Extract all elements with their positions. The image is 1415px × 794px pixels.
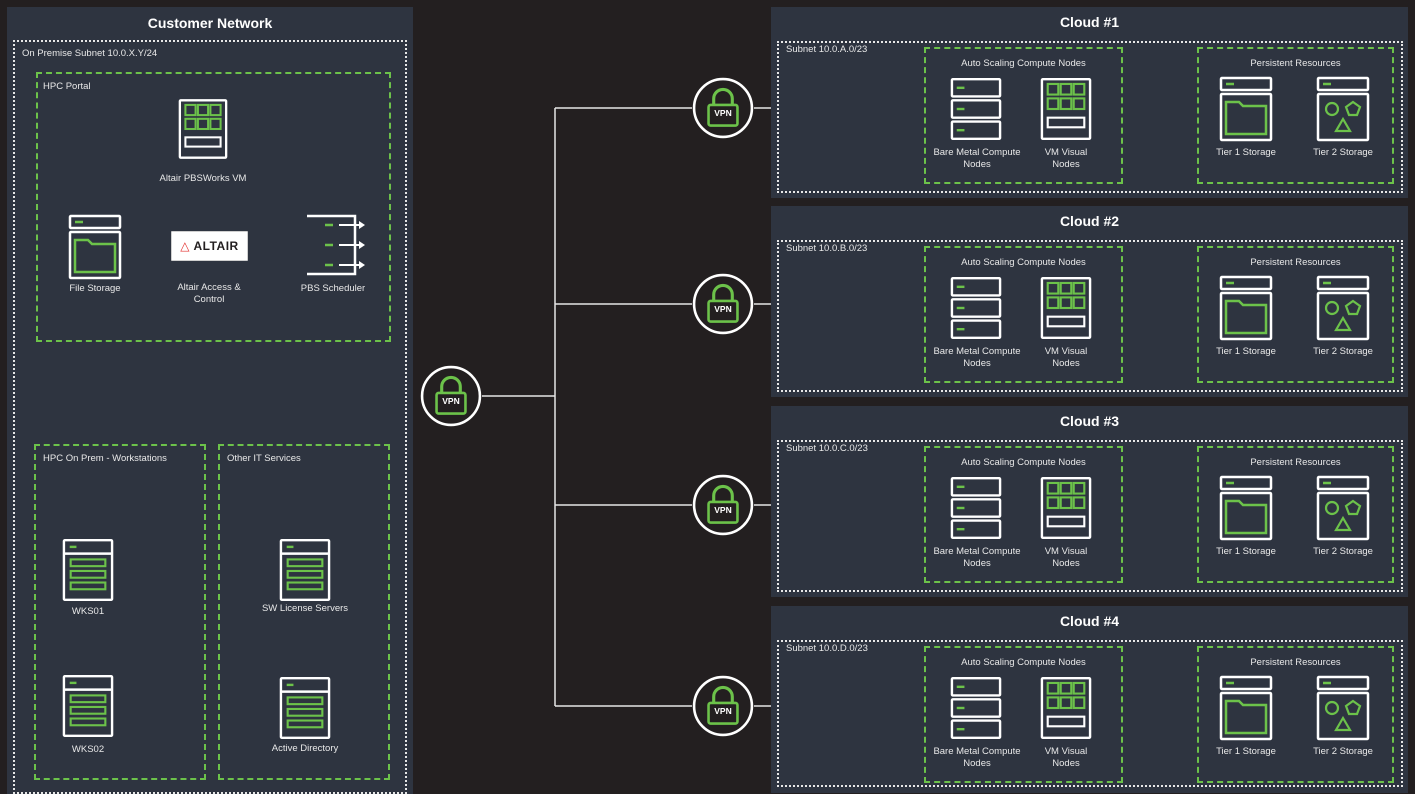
cloud-4-tier2-label: Tier 2 Storage	[1313, 746, 1373, 757]
wks01-label: WKS01	[71, 606, 105, 617]
cloud-2-vpn-label: VPN	[714, 304, 732, 314]
cloud-3-tier1-label: Tier 1 Storage	[1216, 546, 1276, 557]
cloud-3-bare-metal-label: Bare Metal Compute Nodes	[933, 546, 1021, 569]
cloud-1-tier2-label: Tier 2 Storage	[1313, 147, 1373, 158]
it-services-label: Other IT Services	[227, 453, 301, 464]
workstations-box	[34, 444, 206, 780]
cloud-4-title: Cloud #4	[1059, 613, 1120, 629]
cloud-2-tier2-label: Tier 2 Storage	[1313, 346, 1373, 357]
cloud-1-tier1-storage-icon	[1219, 76, 1273, 142]
altair-logo-triangle-icon: △	[180, 239, 190, 253]
cloud-1-vpn-label: VPN	[714, 108, 732, 118]
altair-logo-text: ALTAIR	[193, 239, 239, 253]
cloud-2-bare-metal-label: Bare Metal Compute Nodes	[933, 346, 1021, 369]
cloud-4-vm-visual-icon	[1040, 676, 1092, 740]
license-server-icon	[279, 538, 331, 602]
file-storage-icon	[68, 214, 122, 280]
cloud-3-asg-box	[924, 446, 1123, 583]
cloud-2-title: Cloud #2	[1059, 213, 1120, 229]
cloud-2-persistent-label: Persistent Resources	[1250, 257, 1341, 268]
pbs-scheduler-icon	[307, 214, 365, 276]
on-premise-subnet-label: On Premise Subnet 10.0.X.Y/24	[22, 48, 158, 59]
cloud-1-subnet-box	[777, 41, 1403, 193]
cloud-1-persistent-label: Persistent Resources	[1250, 58, 1341, 69]
cloud-3-bare-metal-icon	[950, 476, 1002, 540]
cloud-4-persistent-label: Persistent Resources	[1250, 657, 1341, 668]
wks01-icon	[62, 538, 114, 602]
active-directory-label: Active Directory	[271, 743, 339, 754]
wks02-label: WKS02	[71, 744, 105, 755]
it-services-box	[218, 444, 390, 780]
wks02-icon	[62, 674, 114, 738]
file-storage-label: File Storage	[69, 283, 121, 294]
pbsworks-vm-label: Altair PBSWorks VM	[159, 173, 247, 184]
cloud-4-asg-box	[924, 646, 1123, 783]
cloud-2-subnet-box	[777, 240, 1403, 392]
cloud-2-vm-visual-icon	[1040, 276, 1092, 340]
cloud-4-bare-metal-label: Bare Metal Compute Nodes	[933, 746, 1021, 769]
hpc-portal-label: HPC Portal	[43, 81, 91, 92]
cloud-1-tier1-label: Tier 1 Storage	[1216, 147, 1276, 158]
cloud-3-vm-visual-label: VM Visual Nodes	[1044, 546, 1088, 569]
cloud-3-persistent-box	[1197, 446, 1394, 583]
cloud-1-vm-visual-icon	[1040, 77, 1092, 141]
cloud-1-bare-metal-icon	[950, 77, 1002, 141]
cloud-1-persistent-box	[1197, 47, 1394, 184]
cloud-3-tier1-storage-icon	[1219, 475, 1273, 541]
vpn-label: VPN	[442, 396, 460, 406]
cloud-1-vm-visual-label: VM Visual Nodes	[1044, 147, 1088, 170]
cloud-2-asg-box	[924, 246, 1123, 383]
cloud-4-subnet-box	[777, 640, 1403, 787]
cloud-1-bare-metal-label: Bare Metal Compute Nodes	[933, 147, 1021, 170]
hpc-portal-box	[36, 72, 391, 342]
cloud-4-tier2-storage-icon	[1316, 675, 1370, 741]
cloud-3-persistent-label: Persistent Resources	[1250, 457, 1341, 468]
cloud-2-tier1-label: Tier 1 Storage	[1216, 346, 1276, 357]
active-directory-icon	[279, 676, 331, 740]
pbs-scheduler-label: PBS Scheduler	[300, 283, 366, 294]
cloud-4-tier1-label: Tier 1 Storage	[1216, 746, 1276, 757]
cloud-2-vm-visual-label: VM Visual Nodes	[1044, 346, 1088, 369]
cloud-3-vm-visual-icon	[1040, 476, 1092, 540]
cloud-4-bare-metal-icon	[950, 676, 1002, 740]
cloud-2-tier1-storage-icon	[1219, 275, 1273, 341]
cloud-2-persistent-box	[1197, 246, 1394, 383]
workstations-label: HPC On Prem - Workstations	[43, 453, 167, 464]
customer-network-title: Customer Network	[147, 15, 273, 31]
cloud-3-tier2-storage-icon	[1316, 475, 1370, 541]
cloud-4-vpn-label: VPN	[714, 706, 732, 716]
pbsworks-vm-icon	[178, 98, 228, 160]
cloud-2-tier2-storage-icon	[1316, 275, 1370, 341]
cloud-1-title: Cloud #1	[1059, 14, 1120, 30]
cloud-4-tier1-storage-icon	[1219, 675, 1273, 741]
cloud-3-asg-label: Auto Scaling Compute Nodes	[961, 457, 1086, 468]
cloud-3-subnet-label: Subnet 10.0.C.0/23	[786, 443, 868, 454]
cloud-4-asg-label: Auto Scaling Compute Nodes	[961, 657, 1086, 668]
cloud-1-subnet-label: Subnet 10.0.A.0/23	[786, 44, 868, 55]
altair-access-label: Altair Access & Control	[177, 282, 241, 305]
altair-logo: △ ALTAIR	[171, 231, 248, 261]
cloud-1-asg-label: Auto Scaling Compute Nodes	[961, 58, 1086, 69]
license-server-label: SW License Servers	[261, 603, 349, 614]
cloud-2-bare-metal-icon	[950, 276, 1002, 340]
cloud-1-tier2-storage-icon	[1316, 76, 1370, 142]
cloud-3-title: Cloud #3	[1059, 413, 1120, 429]
cloud-2-subnet-label: Subnet 10.0.B.0/23	[786, 243, 868, 254]
cloud-1-asg-box	[924, 47, 1123, 184]
cloud-3-tier2-label: Tier 2 Storage	[1313, 546, 1373, 557]
cloud-3-vpn-label: VPN	[714, 505, 732, 515]
cloud-4-subnet-label: Subnet 10.0.D.0/23	[786, 643, 868, 654]
cloud-4-persistent-box	[1197, 646, 1394, 783]
cloud-4-vm-visual-label: VM Visual Nodes	[1044, 746, 1088, 769]
cloud-2-asg-label: Auto Scaling Compute Nodes	[961, 257, 1086, 268]
on-premise-subnet-box	[13, 40, 407, 794]
cloud-3-subnet-box	[777, 440, 1403, 592]
